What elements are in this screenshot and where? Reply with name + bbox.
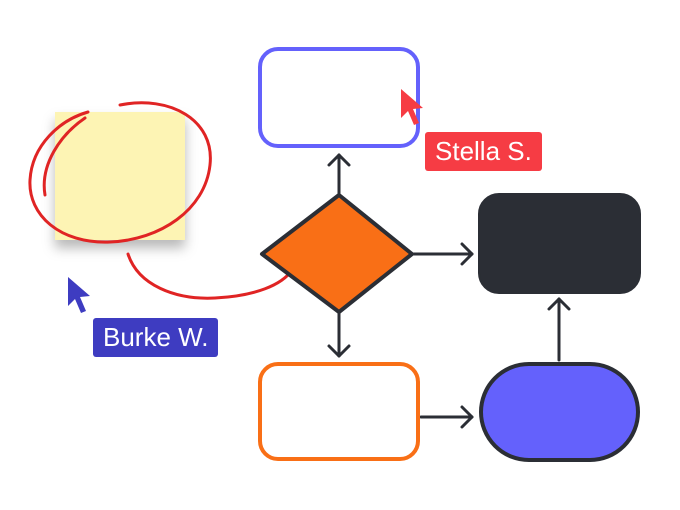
right-rectangle[interactable] — [478, 193, 641, 294]
freehand-circle — [28, 101, 212, 244]
connector-pill-to-right — [547, 297, 571, 362]
top-rectangle[interactable] — [258, 47, 420, 148]
sticky-note[interactable] — [55, 112, 185, 240]
connectors — [327, 153, 571, 429]
cursor-arrow-icon — [68, 277, 90, 313]
bottom-rectangle[interactable] — [258, 362, 420, 461]
bottom-right-pill[interactable] — [479, 362, 640, 462]
freehand-annotation[interactable] — [28, 101, 294, 300]
connector-diamond-to-top — [327, 153, 351, 195]
connector-diamond-to-bottom — [327, 311, 351, 358]
decision-diamond[interactable] — [260, 193, 414, 314]
connector-diamond-to-right — [412, 242, 474, 266]
freehand-connector-line — [126, 252, 294, 300]
freehand-inner-stroke — [42, 116, 87, 197]
connector-bottom-to-pill — [419, 405, 474, 429]
collaborator-label: Stella S. — [425, 132, 542, 171]
collaborator-label: Burke W. — [93, 318, 219, 357]
cursor-arrow-icon — [401, 89, 423, 125]
